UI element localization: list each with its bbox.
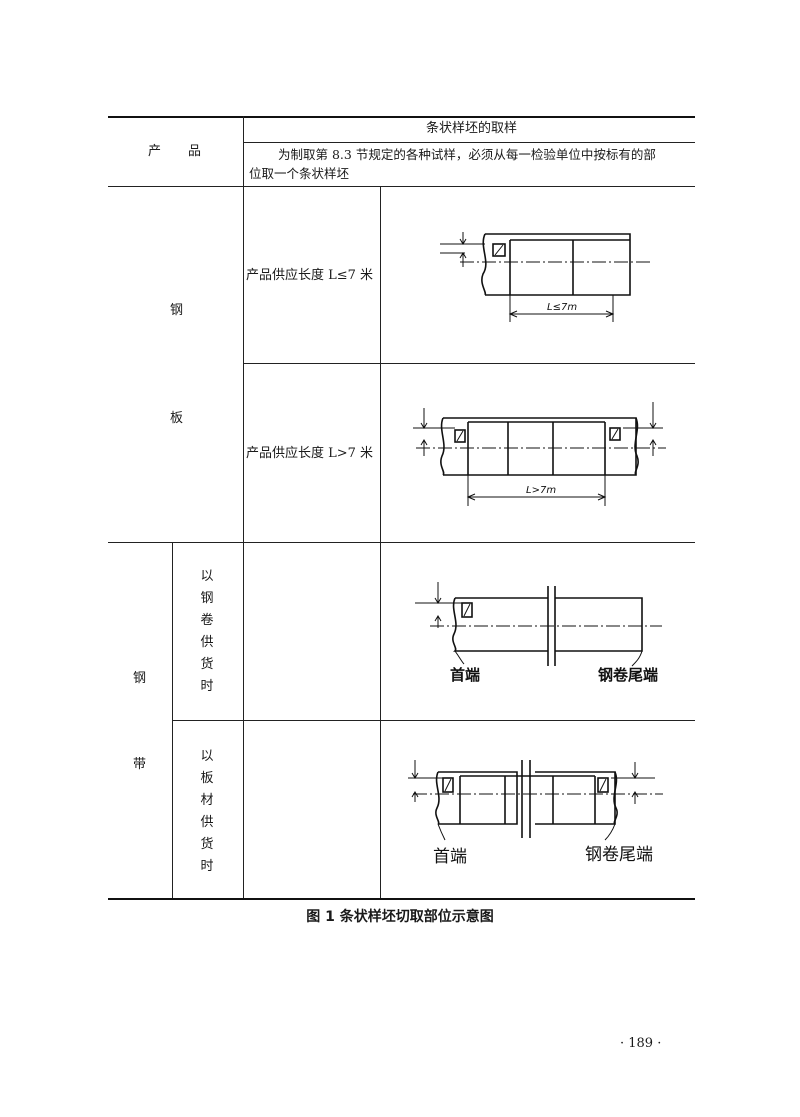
sampling-desc-line2: 位取一个条状样坯	[249, 166, 350, 181]
strip-coil-char: 供	[200, 635, 214, 650]
sheet-head-label: 首端	[433, 847, 467, 867]
strip-row-divider	[172, 720, 695, 721]
header-bottom-rule	[108, 186, 695, 187]
strip-sheet-char: 时	[200, 859, 214, 874]
plate-label-2: 板	[170, 411, 184, 426]
strip-sheet-char: 板	[200, 771, 214, 786]
strip-sheet-char: 供	[200, 815, 214, 830]
strip-sheet-char: 货	[200, 837, 214, 852]
plate-row-divider	[243, 363, 695, 364]
plate-strip-divider	[108, 542, 695, 543]
strip-coil-char: 时	[200, 679, 214, 694]
strip-coil-char: 钢	[200, 591, 214, 606]
strip-sheet-condition: 以 板 材 供 货 时	[199, 746, 215, 878]
sheet-tail-label: 钢卷尾端	[585, 845, 653, 865]
plate-condition-long: 产品供应长度 L>7 米	[246, 446, 374, 461]
condition-column-divider	[380, 186, 381, 898]
diagram-plate-long: L>7m	[413, 402, 666, 506]
product-header-2: 品	[188, 144, 202, 159]
product-column-divider	[243, 116, 244, 898]
dim-label-short: L≤7m	[547, 302, 577, 313]
strip-coil-char: 以	[200, 569, 214, 584]
table-bottom-rule	[108, 898, 695, 900]
strip-coil-char: 卷	[200, 613, 214, 628]
plate-condition-short: 产品供应长度 L≤7 米	[246, 268, 374, 283]
sampling-title: 条状样坯的取样	[426, 121, 518, 136]
strip-coil-condition: 以 钢 卷 供 货 时	[199, 566, 215, 698]
coil-tail-label: 钢卷尾端	[598, 666, 658, 684]
strip-label-2: 带	[133, 757, 147, 772]
strip-subcolumn-divider	[172, 542, 173, 898]
dim-label-long: L>7m	[526, 485, 556, 496]
figure-caption: 图 1 条状样坯切取部位示意图	[306, 909, 494, 925]
coil-head-label: 首端	[450, 666, 480, 684]
product-header-1: 产	[148, 144, 162, 159]
diagram-plate-short: L≤7m	[440, 232, 650, 322]
table-top-rule	[108, 116, 695, 118]
header-mid-rule	[244, 142, 695, 143]
sampling-desc-line1: 为制取第 8.3 节规定的各种试样，必须从每一检验单位中按标有的部	[278, 147, 656, 162]
diagram-strip-coil: 首端 钢卷尾端	[415, 582, 662, 684]
strip-coil-char: 货	[200, 657, 214, 672]
strip-sheet-char: 材	[200, 793, 214, 808]
diagram-strip-sheet: 首端 钢卷尾端	[408, 760, 663, 867]
plate-label-1: 钢	[170, 303, 184, 318]
strip-sheet-char: 以	[200, 749, 214, 764]
page-number: · 189 ·	[620, 1036, 662, 1051]
strip-label-1: 钢	[133, 671, 147, 686]
